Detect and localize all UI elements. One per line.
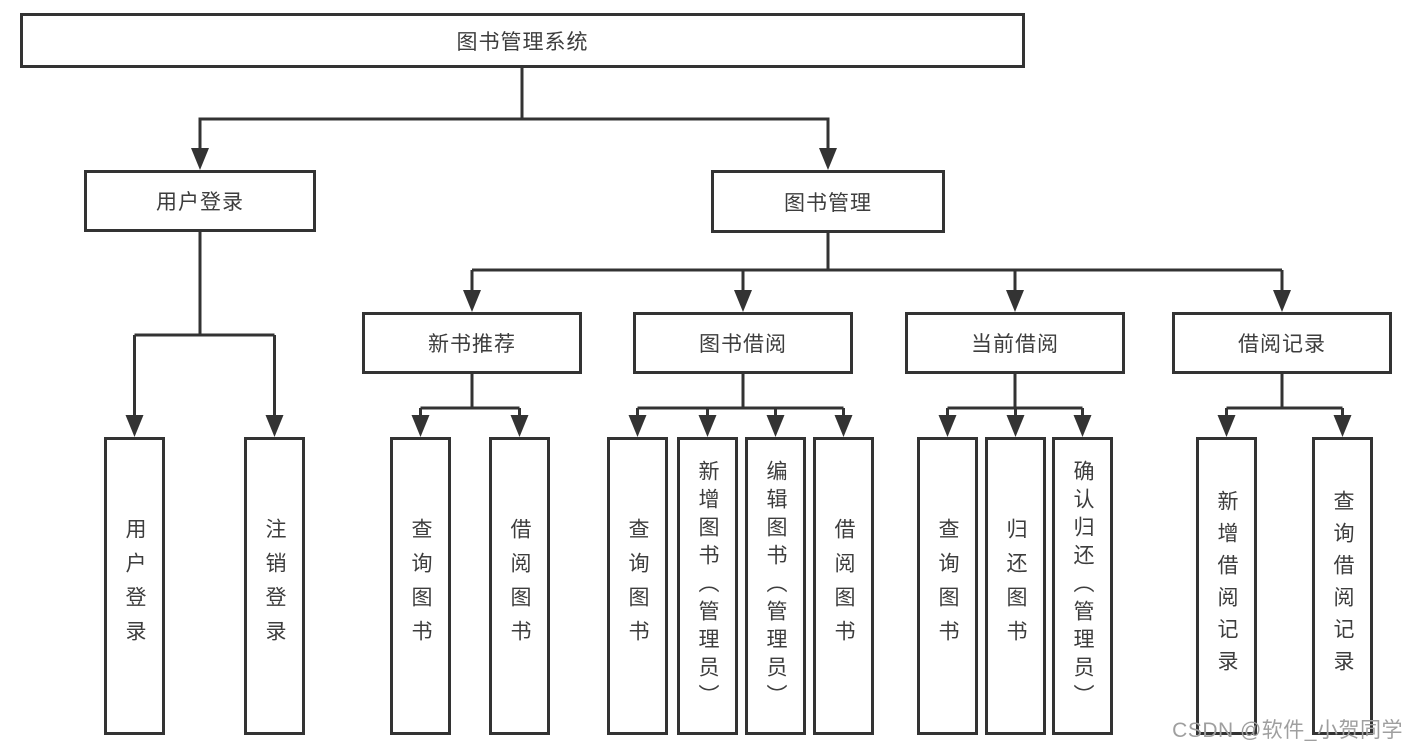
node-book-borrowing: 图书借阅	[633, 312, 853, 374]
connector-user-login-to-leaves	[133, 230, 276, 418]
node-user-login: 用户登录	[84, 170, 316, 232]
node-current-borrowing: 当前借阅	[905, 312, 1125, 374]
connector-root-to-level2	[198, 66, 830, 152]
arrowhead	[734, 290, 752, 312]
arrowhead	[125, 415, 144, 437]
leaf-borrowing-add-books-admin: 新增图书（管理员）	[677, 437, 738, 735]
arrowhead	[1073, 415, 1092, 437]
connector-current-borrowing-to-leaves	[946, 372, 1084, 418]
arrowhead	[1006, 290, 1024, 312]
arrowhead	[1217, 415, 1236, 437]
arrowhead	[698, 415, 717, 437]
leaf-current-query-books: 查询图书	[917, 437, 978, 735]
connector-new-book-recommendation-to-leaves	[419, 372, 521, 418]
leaf-label: 新增借阅记录	[1215, 490, 1238, 682]
leaf-label: 归还图书	[1004, 518, 1027, 654]
arrowhead	[819, 148, 837, 170]
leaf-recommend-borrow-books: 借阅图书	[489, 437, 550, 735]
leaf-label: 编辑图书（管理员）	[764, 460, 787, 712]
leaf-label: 查询图书	[409, 518, 432, 654]
leaf-logout-login: 注销登录	[244, 437, 305, 735]
leaf-current-confirm-return-admin: 确认归还（管理员）	[1052, 437, 1113, 735]
leaf-label: 查询图书	[626, 518, 649, 654]
leaf-recommend-query-books: 查询图书	[390, 437, 451, 735]
arrowhead	[411, 415, 430, 437]
leaf-label: 新增图书（管理员）	[696, 460, 719, 712]
connector-book-borrowing-to-leaves	[636, 372, 845, 418]
leaf-label: 借阅图书	[508, 518, 531, 654]
arrowhead	[191, 148, 209, 170]
node-book-management: 图书管理	[711, 170, 945, 233]
node-library-system: 图书管理系统	[20, 13, 1025, 68]
arrowhead	[510, 415, 529, 437]
arrowhead	[1273, 290, 1291, 312]
arrowhead	[1333, 415, 1352, 437]
leaf-label: 查询借阅记录	[1331, 490, 1354, 682]
leaf-records-add-borrow-record: 新增借阅记录	[1196, 437, 1257, 735]
node-borrowing-records: 借阅记录	[1172, 312, 1392, 374]
leaf-label: 借阅图书	[832, 518, 855, 654]
leaf-label: 注销登录	[263, 518, 286, 654]
arrowhead	[1006, 415, 1025, 437]
csdn-watermark: CSDN @软件_小贺同学	[1172, 719, 1403, 742]
connector-book-management-to-level3	[470, 230, 1284, 293]
leaf-label: 查询图书	[936, 518, 959, 654]
leaf-current-return-books: 归还图书	[985, 437, 1046, 735]
arrowhead	[628, 415, 647, 437]
arrowhead	[766, 415, 785, 437]
leaf-borrowing-borrow-books: 借阅图书	[813, 437, 874, 735]
leaf-user-login: 用户登录	[104, 437, 165, 735]
arrowhead	[265, 415, 284, 437]
leaf-records-query-borrow-record: 查询借阅记录	[1312, 437, 1373, 735]
arrowhead	[463, 290, 481, 312]
node-new-book-recommendation: 新书推荐	[362, 312, 582, 374]
arrowhead	[938, 415, 957, 437]
leaf-borrowing-query-books: 查询图书	[607, 437, 668, 735]
leaf-borrowing-edit-books-admin: 编辑图书（管理员）	[745, 437, 806, 735]
leaf-label: 确认归还（管理员）	[1071, 460, 1094, 712]
arrowhead	[834, 415, 853, 437]
leaf-label: 用户登录	[123, 518, 146, 654]
connector-borrowing-records-to-leaves	[1225, 372, 1344, 418]
